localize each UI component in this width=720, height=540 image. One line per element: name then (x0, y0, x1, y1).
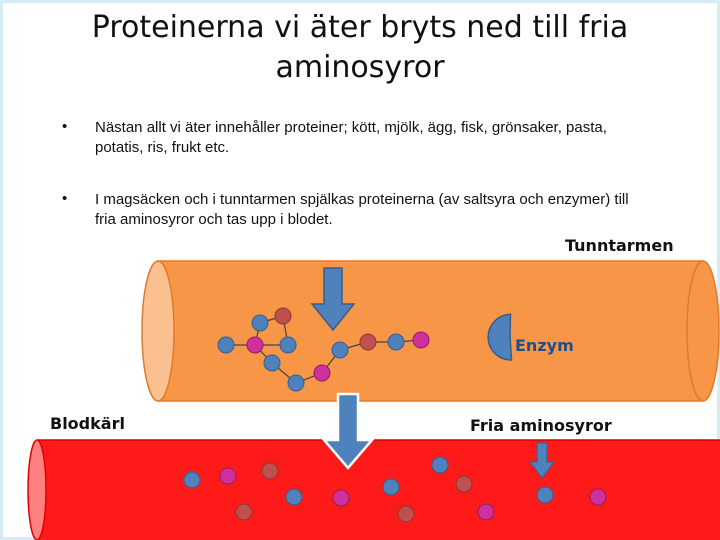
amino-acid (537, 487, 553, 503)
amino-acid (218, 337, 234, 353)
intestine-right-end (687, 261, 719, 401)
amino-acid (262, 463, 278, 479)
amino-acid (252, 315, 268, 331)
amino-acid (286, 489, 302, 505)
amino-acid (288, 375, 304, 391)
free-amino-acids-label: Fria aminosyror (470, 416, 612, 435)
amino-acid (478, 504, 494, 520)
amino-acid (383, 479, 399, 495)
enzyme-label: Enzym (515, 336, 574, 355)
amino-acid (275, 308, 291, 324)
intestine-tube (142, 261, 719, 401)
amino-acid (314, 365, 330, 381)
vessel-body (37, 440, 720, 540)
amino-acid (332, 342, 348, 358)
intestine-left-opening (142, 261, 174, 401)
amino-acid (413, 332, 429, 348)
amino-acid (247, 337, 263, 353)
amino-acid (590, 489, 606, 505)
amino-acid (184, 472, 200, 488)
amino-acid (360, 334, 376, 350)
amino-acid (220, 468, 236, 484)
amino-acid (264, 355, 280, 371)
amino-acid (333, 490, 349, 506)
blood-vessel (28, 440, 720, 540)
blood-vessel-label: Blodkärl (50, 414, 125, 433)
intestine-body (158, 261, 703, 401)
amino-acid (388, 334, 404, 350)
vessel-left-opening (28, 440, 46, 540)
amino-acid (432, 457, 448, 473)
amino-acid (398, 506, 414, 522)
intestine-label: Tunntarmen (565, 236, 674, 255)
amino-acid (236, 504, 252, 520)
amino-acid (456, 476, 472, 492)
amino-acid (280, 337, 296, 353)
